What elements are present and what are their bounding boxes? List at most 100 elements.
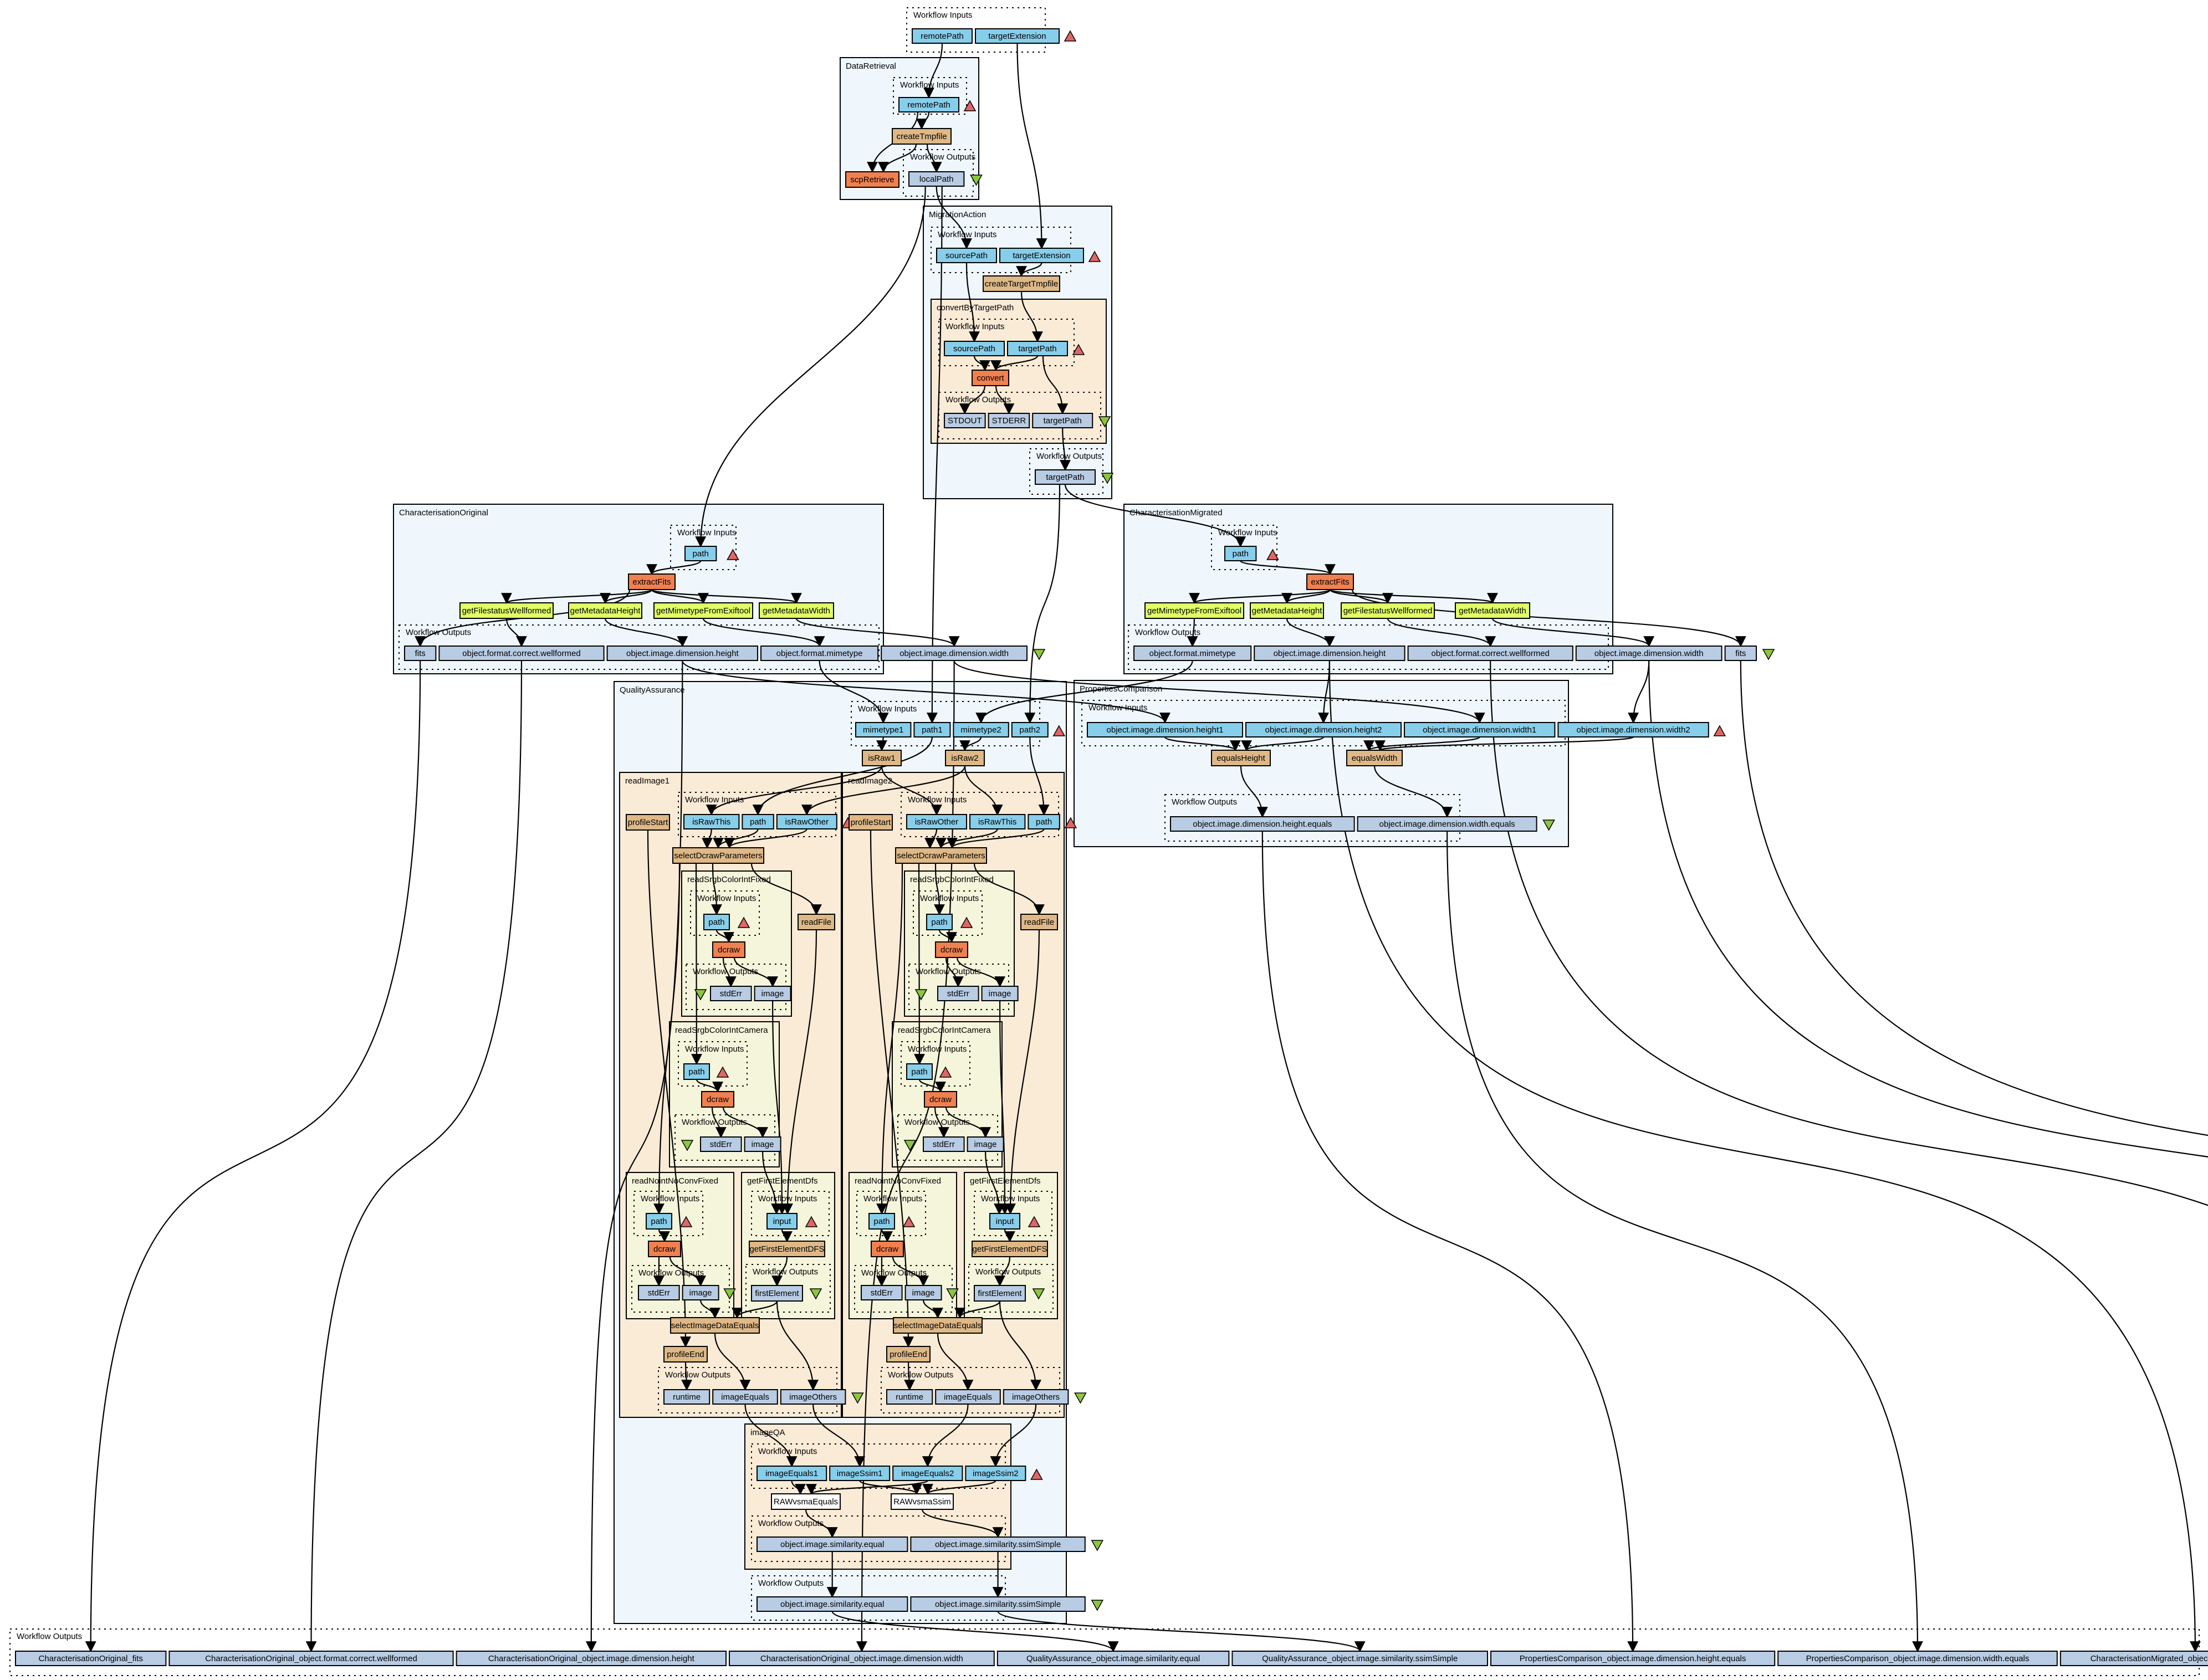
qa-israw1[interactable]: isRaw1 [862,750,902,766]
read-image2-noconv-out-stderr[interactable]: stdErr [861,1285,903,1300]
iq-input-imagessim2[interactable]: imageSsim2 [965,1466,1026,1481]
read-image1-camera-dcraw[interactable]: dcraw [701,1091,734,1108]
read-image1-profilestart[interactable]: profileStart [626,814,670,831]
read-image2-output-runtime[interactable]: runtime [886,1389,933,1405]
cm-output-fits[interactable]: fits [1724,646,1757,661]
cm-extractfits[interactable]: extractFits [1306,573,1354,590]
top-input-remotepath[interactable]: remotePath [912,28,973,44]
read-image1-firstel-input[interactable]: input [766,1213,798,1230]
qa-output-object-image-similarity-equal[interactable]: object.image.similarity.equal [757,1596,908,1612]
read-image1-output-imageequals[interactable]: imageEquals [712,1389,778,1405]
read-image1-camera-out-stderr[interactable]: stdErr [700,1136,742,1152]
read-image2-selectimagedataequals[interactable]: selectImageDataEquals [893,1317,983,1334]
pc-equalsheight[interactable]: equalsHeight [1211,750,1271,766]
cv-input-targetpath[interactable]: targetPath [1007,341,1068,356]
bottom-output-characterisationoriginal-object-image-dimension-width[interactable]: CharacterisationOriginal_object.image.di… [729,1651,995,1666]
cm-getmetadataheight[interactable]: getMetadataHeight [1250,602,1324,619]
read-image1-output-imageothers[interactable]: imageOthers [780,1389,846,1405]
read-image2-camera-dcraw[interactable]: dcraw [924,1091,957,1108]
cv-output-stderr[interactable]: STDERR [988,413,1030,428]
read-image1-selectimagedataequals[interactable]: selectImageDataEquals [670,1317,760,1334]
iq-output-object-image-similarity-ssimsimple[interactable]: object.image.similarity.ssimSimple [910,1536,1086,1552]
co-getfilestatuswellformed[interactable]: getFilestatusWellformed [459,602,554,619]
ma-createtargettmpfile[interactable]: createTargetTmpfile [983,275,1060,292]
read-image1-fixed-out-image[interactable]: image [754,986,791,1001]
ma-input-targetextension[interactable]: targetExtension [999,248,1084,263]
read-image1-readfile[interactable]: readFile [798,914,835,930]
top-input-targetextension[interactable]: targetExtension [975,28,1060,44]
co-output-fits[interactable]: fits [404,646,437,661]
bottom-output-characterisationoriginal-fits[interactable]: CharacterisationOriginal_fits [15,1651,167,1666]
co-output-object-format-mimetype[interactable]: object.format.mimetype [760,646,879,661]
read-image2-selectdcrawparameters[interactable]: selectDcrawParameters [895,847,987,864]
pc-input-object-image-dimension-width2[interactable]: object.image.dimension.width2 [1557,722,1709,737]
co-output-object-format-correct-wellformed[interactable]: object.format.correct.wellformed [438,646,605,661]
pc-input-object-image-dimension-height2[interactable]: object.image.dimension.height2 [1245,722,1402,737]
read-image1-camera-path[interactable]: path [683,1063,710,1080]
qa-input-path2[interactable]: path2 [1011,722,1049,737]
qa-input-mimetype1[interactable]: mimetype1 [855,722,912,737]
read-image2-readfile[interactable]: readFile [1020,914,1058,930]
qa-input-path1[interactable]: path1 [913,722,951,737]
read-image1-firstelement[interactable]: firstElement [751,1285,803,1302]
read-image2-camera-out-image[interactable]: image [967,1136,1004,1152]
dr-createtmpfile[interactable]: createTmpfile [892,128,952,145]
iq-rawvsmassim[interactable]: RAWvsmaSsim [891,1493,954,1510]
read-image2-fixed-out-image[interactable]: image [981,986,1019,1001]
ma-output-targetpath[interactable]: targetPath [1035,469,1096,485]
cv-output-targetpath[interactable]: targetPath [1032,413,1093,428]
cm-output-object-format-mimetype[interactable]: object.format.mimetype [1133,646,1252,661]
read-image1-profileend[interactable]: profileEnd [663,1346,708,1363]
cm-getmetadatawidth[interactable]: getMetadataWidth [1455,602,1530,619]
iq-input-imageequals2[interactable]: imageEquals2 [892,1466,963,1481]
pc-input-object-image-dimension-height1[interactable]: object.image.dimension.height1 [1087,722,1243,737]
read-image2-profileend[interactable]: profileEnd [886,1346,931,1363]
cm-getfilestatuswellformed[interactable]: getFilestatusWellformed [1341,602,1435,619]
bottom-output-propertiescomparison-object-image-dimension-height-equals[interactable]: PropertiesComparison_object.image.dimens… [1490,1651,1776,1666]
read-image1-noconv-out-stderr[interactable]: stdErr [638,1285,680,1300]
qa-israw2[interactable]: isRaw2 [945,750,985,766]
read-image2-input-israwother[interactable]: isRawOther [906,814,967,829]
dr-scpretrieve[interactable]: scpRetrieve [845,171,899,188]
bottom-output-qualityassurance-object-image-similarity-ssimsimple[interactable]: QualityAssurance_object.image.similarity… [1231,1651,1488,1666]
read-image1-output-runtime[interactable]: runtime [663,1389,711,1405]
read-image1-selectdcrawparameters[interactable]: selectDcrawParameters [672,847,764,864]
bottom-output-qualityassurance-object-image-similarity-equal[interactable]: QualityAssurance_object.image.similarity… [996,1651,1230,1666]
pc-equalswidth[interactable]: equalsWidth [1346,750,1403,766]
read-image2-output-imageothers[interactable]: imageOthers [1003,1389,1069,1405]
dr-input-remotepath[interactable]: remotePath [898,97,959,112]
read-image2-getfirstelementdfs[interactable]: getFirstElementDFS [972,1241,1048,1257]
cv-output-stdout[interactable]: STDOUT [944,413,986,428]
read-image2-firstelement[interactable]: firstElement [974,1285,1026,1302]
read-image1-noconv-path[interactable]: path [646,1213,672,1230]
iq-output-object-image-similarity-equal[interactable]: object.image.similarity.equal [757,1536,908,1552]
iq-input-imagessim1[interactable]: imageSsim1 [829,1466,891,1481]
cm-output-object-format-correct-wellformed[interactable]: object.format.correct.wellformed [1407,646,1573,661]
co-getmetadatawidth[interactable]: getMetadataWidth [759,602,834,619]
iq-rawvsmaequals[interactable]: RAWvsmaEquals [771,1493,841,1510]
read-image2-camera-path[interactable]: path [906,1063,933,1080]
read-image1-fixed-out-stderr[interactable]: stdErr [710,986,752,1001]
read-image2-noconv-path[interactable]: path [868,1213,895,1230]
dr-output-localpath[interactable]: localPath [908,171,965,187]
qa-input-mimetype2[interactable]: mimetype2 [953,722,1009,737]
read-image1-fixed-dcraw[interactable]: dcraw [712,941,745,958]
pc-output-object-image-dimension-width-equals[interactable]: object.image.dimension.width.equals [1357,816,1537,832]
cv-convert[interactable]: convert [972,370,1009,386]
bottom-output-propertiescomparison-object-image-dimension-width-equals[interactable]: PropertiesComparison_object.image.dimens… [1777,1651,2058,1666]
co-input-path[interactable]: path [684,546,717,561]
read-image2-fixed-dcraw[interactable]: dcraw [935,941,968,958]
cm-output-object-image-dimension-height[interactable]: object.image.dimension.height [1254,646,1405,661]
cm-output-object-image-dimension-width[interactable]: object.image.dimension.width [1575,646,1723,661]
read-image2-noconv-out-image[interactable]: image [904,1285,942,1300]
read-image2-fixed-path[interactable]: path [926,914,953,930]
co-output-object-image-dimension-width[interactable]: object.image.dimension.width [881,646,1028,661]
pc-output-object-image-dimension-height-equals[interactable]: object.image.dimension.height.equals [1170,816,1355,832]
read-image2-output-imageequals[interactable]: imageEquals [935,1389,1001,1405]
read-image1-camera-out-image[interactable]: image [744,1136,781,1152]
read-image2-camera-out-stderr[interactable]: stdErr [923,1136,965,1152]
read-image1-fixed-path[interactable]: path [703,914,730,930]
bottom-output-characterisationmigrated-object-image-dimension-height[interactable]: CharacterisationMigrated_object.image.di… [2059,1651,2208,1666]
read-image1-input-path[interactable]: path [742,814,774,829]
ma-input-sourcepath[interactable]: sourcePath [936,248,997,263]
